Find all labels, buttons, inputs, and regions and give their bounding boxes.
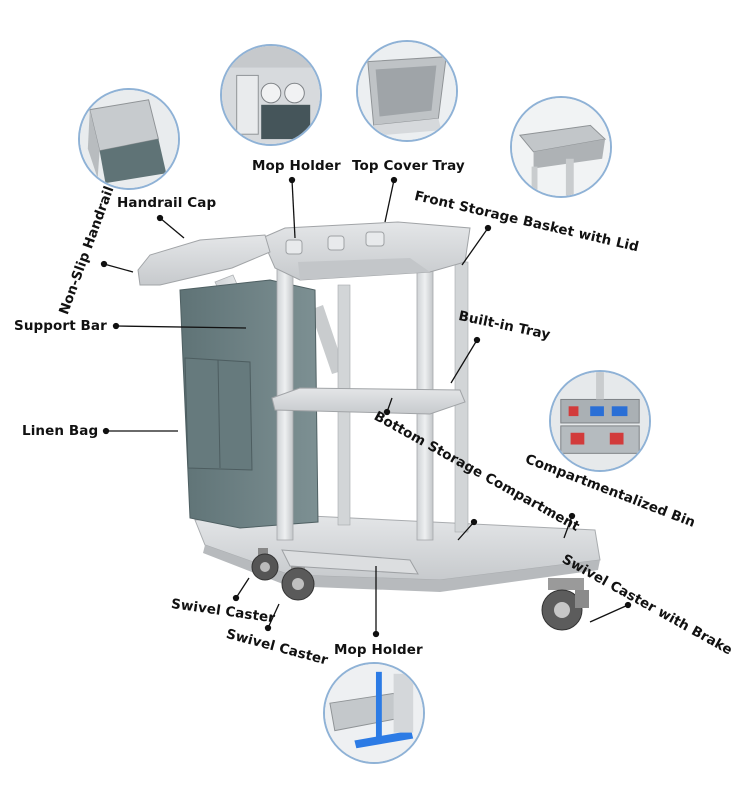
detail-mop-holder-top xyxy=(220,44,322,146)
detail-handrail-cap xyxy=(78,88,180,190)
bottom-mop-holder xyxy=(281,549,419,575)
handrail-cap-shape xyxy=(137,234,271,286)
label-mop-holder-bottom: Mop Holder xyxy=(334,642,423,658)
detail-mop-holder-bottom xyxy=(323,662,425,764)
label-handrail-cap: Handrail Cap xyxy=(117,195,217,211)
label-top-cover-tray: Top Cover Tray xyxy=(352,158,465,174)
detail-front-storage-basket xyxy=(510,96,612,198)
middle-tray xyxy=(271,387,466,415)
leader-lines xyxy=(100,176,632,638)
rear-support-bar xyxy=(310,305,345,374)
label-linen-bag: Linen Bag xyxy=(22,423,99,439)
label-mop-holder-top: Mop Holder xyxy=(252,158,341,174)
top-tray-grid xyxy=(298,258,430,280)
detail-compartmentalized-bin xyxy=(549,370,651,472)
caster-rear-left xyxy=(251,548,279,581)
caster-front-right-brake xyxy=(541,578,589,631)
top-mop-clips xyxy=(285,231,385,255)
detail-top-cover-tray xyxy=(356,40,458,142)
label-support-bar: Support Bar xyxy=(14,318,107,334)
